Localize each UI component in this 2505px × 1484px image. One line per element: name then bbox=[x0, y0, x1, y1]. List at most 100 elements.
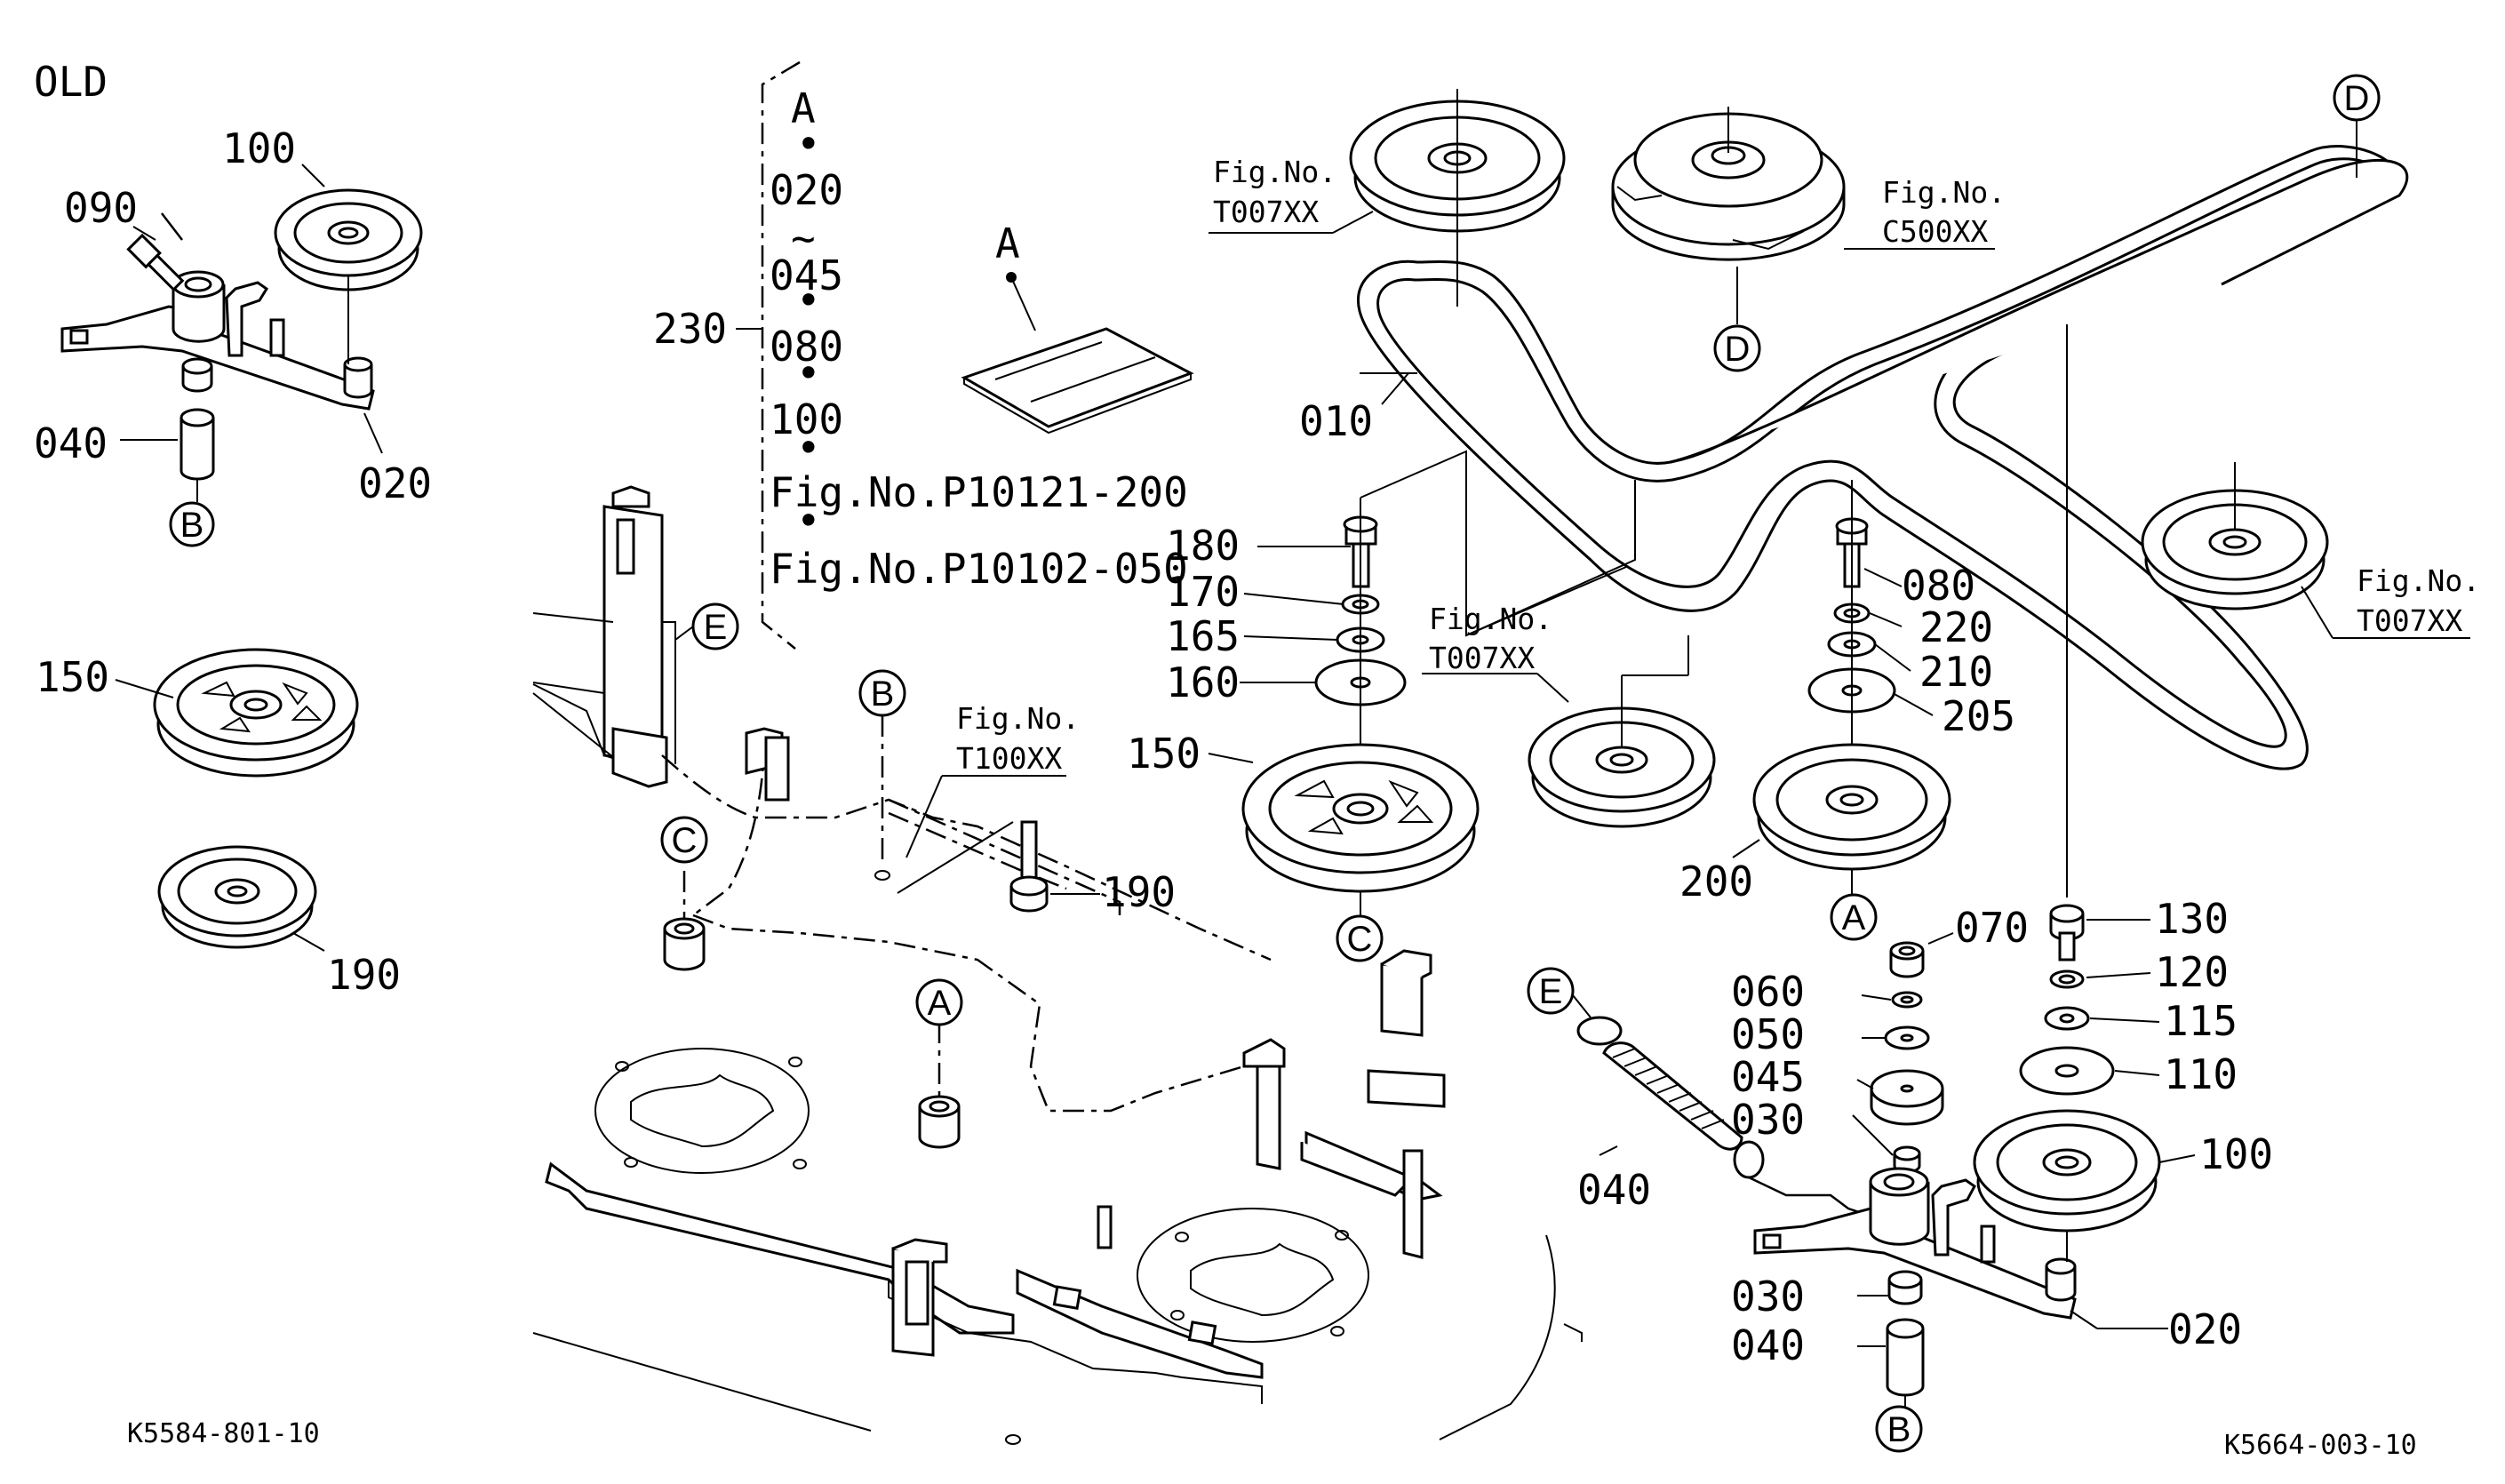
fig-ref-t007-right-line2: T007XX bbox=[2357, 603, 2462, 638]
callout-old-100: 100 bbox=[222, 124, 296, 172]
callout-220: 080 bbox=[1902, 562, 1975, 610]
callout-100: 100 bbox=[2199, 1130, 2273, 1178]
fig-ref-t007-top-line2: T007XX bbox=[1213, 195, 1319, 229]
callout-180: 180 bbox=[1166, 522, 1240, 570]
svg-text:D: D bbox=[2344, 79, 2370, 118]
kit-item-7: • bbox=[796, 349, 821, 397]
old-idler-arm-assembly bbox=[60, 212, 375, 411]
ref-c-deck: C bbox=[660, 816, 708, 864]
main-pulley-100 bbox=[1973, 1109, 2161, 1233]
ref-e-deck: E bbox=[674, 602, 739, 650]
callout-190: 200 bbox=[1679, 858, 1753, 906]
old-idler-pulley-100 bbox=[274, 188, 423, 364]
ref-e-spring: E bbox=[1527, 967, 1592, 1018]
kit-item-5: • bbox=[796, 276, 821, 324]
callout-110: 110 bbox=[2164, 1050, 2238, 1098]
kit-230-bracket: 230 bbox=[653, 60, 801, 650]
fig-ref-c500-line2: C500XX bbox=[1882, 214, 1988, 249]
svg-text:B: B bbox=[1887, 1410, 1911, 1449]
pulley-fig-t007-top bbox=[1349, 89, 1566, 307]
kit-item-12: Fig.No.P10102-050 bbox=[770, 545, 1188, 593]
callout-030-lower: 030 bbox=[1731, 1273, 1805, 1320]
kit-item-1: • bbox=[796, 120, 821, 168]
callout-old-040: 040 bbox=[34, 419, 108, 467]
kit-item-3: ~ bbox=[791, 214, 816, 262]
ref-b-bottom: B bbox=[1875, 1405, 1923, 1453]
callout-160: 160 bbox=[1166, 658, 1240, 706]
callout-070: 070 bbox=[1955, 904, 2029, 952]
ref-a-pulley: A bbox=[1830, 893, 1878, 941]
old-spacer bbox=[179, 357, 215, 502]
callout-115: 115 bbox=[2164, 997, 2238, 1045]
ref-b-deck: B bbox=[858, 669, 906, 881]
drawing-code-left: K5584-801-10 bbox=[127, 1418, 320, 1449]
stack-100-hardware bbox=[2019, 324, 2115, 1262]
callout-old-020: 020 bbox=[358, 459, 432, 507]
deck-stud-a bbox=[918, 1022, 961, 1149]
old-pulley-190 bbox=[157, 845, 317, 949]
drawing-code-right: K5664-003-10 bbox=[2224, 1430, 2417, 1461]
svg-text:C: C bbox=[672, 821, 698, 860]
callout-150: 150 bbox=[1127, 730, 1201, 778]
callout-040: 040 bbox=[1731, 1321, 1805, 1369]
deck-stud-c bbox=[663, 871, 706, 971]
callout-200: 205 bbox=[1942, 692, 2015, 740]
kit-item-0: A bbox=[791, 84, 816, 132]
kit-item-8: 100 bbox=[770, 395, 843, 443]
spring-140 bbox=[1576, 1016, 1876, 1219]
callout-old-190: 190 bbox=[327, 951, 401, 999]
svg-text:A: A bbox=[995, 219, 1020, 267]
belt-D-back bbox=[1670, 158, 2409, 464]
kit-item-10: Fig.No.P10121-200 bbox=[770, 468, 1188, 516]
callout-old-150: 150 bbox=[36, 653, 109, 701]
callout-030-upper: 030 bbox=[1731, 1096, 1805, 1144]
callout-205: 210 bbox=[1919, 648, 1993, 696]
pulley-fig-t007-mid bbox=[1528, 675, 1716, 828]
fig-ref-t007-right-line1: Fig.No. bbox=[2357, 563, 2480, 598]
kit-item-2: 020 bbox=[770, 166, 843, 214]
old-ref-b-marker: B bbox=[169, 501, 215, 547]
callout-120: 120 bbox=[2155, 948, 2229, 996]
pto-clutch-c500 bbox=[1611, 107, 1846, 324]
mower-deck bbox=[532, 485, 1583, 1445]
main-pulley-150 bbox=[1241, 743, 1480, 893]
svg-text:D: D bbox=[1725, 330, 1751, 369]
callout-old-090: 090 bbox=[64, 184, 138, 232]
operator-manual: A bbox=[961, 219, 1194, 435]
callout-080: 190 bbox=[1102, 868, 1176, 916]
fig-ref-t007-mid-line1: Fig.No. bbox=[1429, 602, 1552, 636]
svg-text:C: C bbox=[1347, 920, 1373, 959]
svg-text:B: B bbox=[180, 506, 204, 545]
old-pulley-150 bbox=[153, 648, 359, 778]
svg-text:A: A bbox=[1842, 898, 1866, 937]
svg-text:E: E bbox=[1539, 972, 1563, 1011]
svg-text:E: E bbox=[704, 608, 728, 647]
fig-ref-t007-top-line1: Fig.No. bbox=[1213, 155, 1336, 189]
svg-text:B: B bbox=[871, 674, 895, 714]
bolt-080 bbox=[1009, 820, 1049, 913]
ref-d-top: D bbox=[2333, 74, 2381, 178]
spacer-030-collar-040 bbox=[1886, 1270, 1925, 1408]
svg-text:A: A bbox=[928, 984, 952, 1023]
ref-c-pulley: C bbox=[1336, 914, 1384, 962]
callout-010: 010 bbox=[1299, 397, 1373, 445]
fig-ref-t100-line1: Fig.No. bbox=[956, 701, 1080, 736]
kit-item-6: 080 bbox=[770, 323, 843, 371]
kit-item-4: 045 bbox=[770, 251, 843, 299]
callout-050: 050 bbox=[1731, 1010, 1805, 1058]
kit-item-9: • bbox=[796, 424, 821, 472]
kit-230-list: A • 020 ~ 045 • 080 • 100 • Fig.No.P1012… bbox=[770, 84, 1188, 593]
callout-165: 165 bbox=[1166, 612, 1240, 660]
callout-130: 130 bbox=[2155, 895, 2229, 943]
callout-170: 170 bbox=[1166, 568, 1240, 616]
kit-item-11: • bbox=[796, 497, 821, 545]
idler-arm-020 bbox=[1753, 1167, 2077, 1320]
callout-140: 040 bbox=[1577, 1166, 1651, 1214]
callout-045: 045 bbox=[1731, 1053, 1805, 1101]
pulley-fig-t007-right bbox=[2141, 462, 2329, 610]
main-pulley-190 bbox=[1752, 743, 1951, 871]
callout-060: 060 bbox=[1731, 968, 1805, 1016]
fig-ref-c500-line1: Fig.No. bbox=[1882, 175, 2006, 210]
